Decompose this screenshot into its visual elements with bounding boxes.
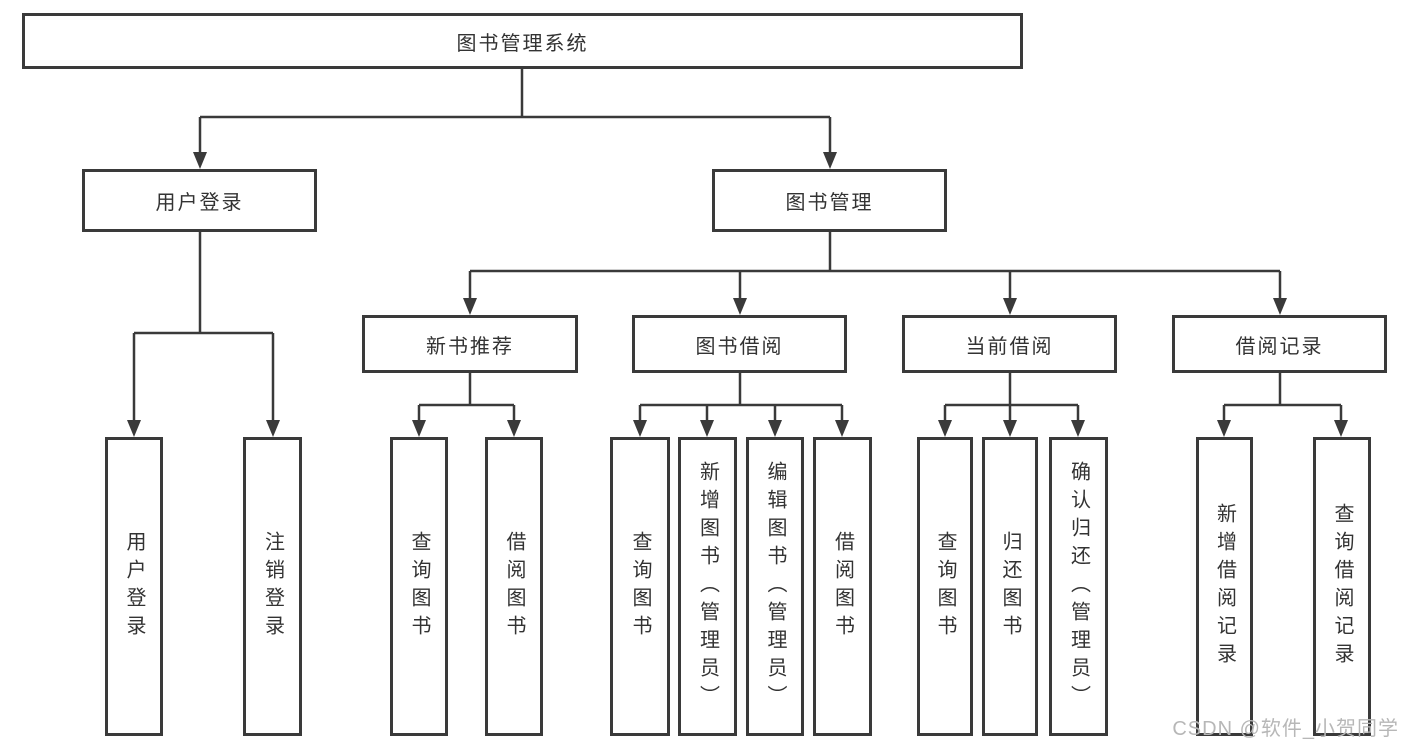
leaf-borrowing-borrow-books: 借阅图书	[813, 437, 872, 736]
node-label: 图书管理系统	[456, 32, 589, 55]
node-label: 查询借阅记录	[1331, 502, 1353, 671]
leaf-user-login: 用户登录	[105, 437, 163, 736]
node-label: 图书借阅	[695, 335, 784, 358]
leaf-newbook-borrow-books: 借阅图书	[485, 437, 543, 736]
node-label: 确认归还（管理员）	[1067, 460, 1090, 713]
node-label: 查询图书	[629, 530, 651, 643]
node-current-borrowing: 当前借阅	[902, 315, 1117, 373]
node-label: 注销登录	[261, 530, 284, 643]
node-new-book-recommendation: 新书推荐	[362, 315, 578, 373]
node-user-login: 用户登录	[82, 169, 317, 232]
node-label: 当前借阅	[965, 335, 1054, 358]
node-label: 查询图书	[934, 530, 956, 643]
node-label: 新书推荐	[426, 335, 514, 358]
tree-edge-lines	[132, 69, 1343, 421]
leaf-current-confirm-return-admin: 确认归还（管理员）	[1049, 437, 1108, 736]
leaf-current-query-books: 查询图书	[917, 437, 973, 736]
node-root-library-management-system: 图书管理系统	[22, 13, 1023, 69]
node-borrowing-records: 借阅记录	[1172, 315, 1387, 373]
leaf-newbook-query-books: 查询图书	[390, 437, 448, 736]
leaf-borrowing-edit-books-admin: 编辑图书（管理员）	[746, 437, 804, 736]
leaf-borrowing-add-books-admin: 新增图书（管理员）	[678, 437, 737, 736]
leaf-logout: 注销登录	[243, 437, 302, 736]
node-label: 借阅记录	[1235, 335, 1324, 358]
node-label: 查询图书	[408, 530, 430, 643]
node-label: 归还图书	[999, 530, 1021, 643]
node-label: 用户登录	[123, 530, 145, 643]
node-book-borrowing: 图书借阅	[632, 315, 847, 373]
node-label: 新增图书（管理员）	[696, 460, 719, 713]
leaf-records-query-borrow-record: 查询借阅记录	[1313, 437, 1371, 736]
node-label: 借阅图书	[831, 530, 854, 643]
leaf-records-add-borrow-record: 新增借阅记录	[1196, 437, 1253, 736]
node-label: 用户登录	[155, 192, 244, 214]
node-label: 图书管理	[785, 192, 874, 214]
node-label: 借阅图书	[503, 530, 525, 643]
csdn-watermark: CSDN @软件_小贺同学	[1172, 718, 1399, 740]
leaf-borrowing-query-books: 查询图书	[610, 437, 670, 736]
node-label: 新增借阅记录	[1213, 502, 1236, 671]
node-book-management: 图书管理	[712, 169, 947, 232]
node-label: 编辑图书（管理员）	[764, 460, 786, 713]
leaf-current-return-books: 归还图书	[982, 437, 1038, 736]
